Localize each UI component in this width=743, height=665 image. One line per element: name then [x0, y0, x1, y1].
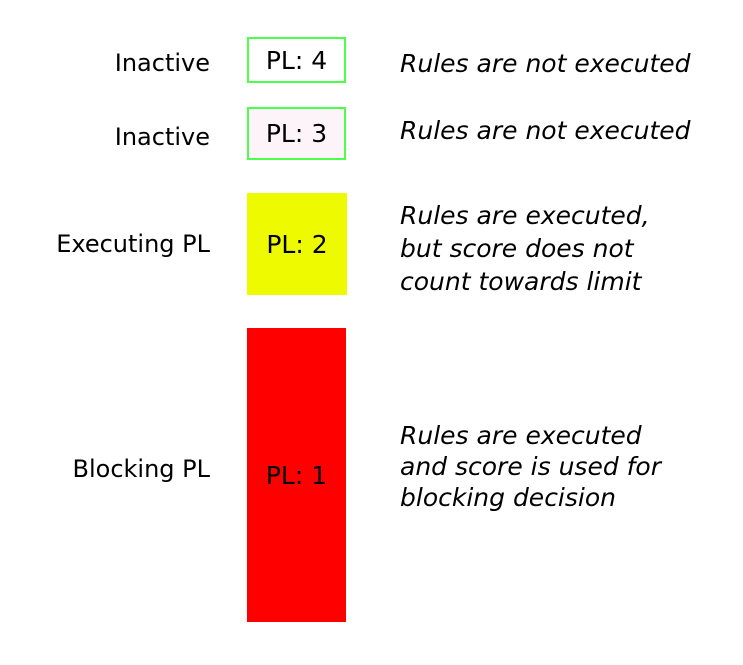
row-1-pl-box: PL: 4 [247, 37, 346, 83]
row-1-description: Rules are not executed [400, 49, 691, 78]
row-3-pl-text: PL: 2 [266, 229, 328, 259]
row-2-description: Rules are not executed [400, 116, 691, 145]
row-2-pl-text: PL: 3 [265, 119, 328, 148]
row-3-label: Executing PL [56, 230, 210, 258]
row-4-pl-box: PL: 1 [247, 328, 346, 622]
row-3-pl-box: PL: 2 [247, 193, 347, 295]
row-1-label: Inactive [114, 49, 210, 77]
row-2-label: Inactive [114, 123, 210, 151]
row-1-pl-text: PL: 4 [265, 45, 328, 75]
row-4-description: Rules are executed and score is used for… [400, 421, 662, 512]
row-3-description: Rules are executed, but score does not c… [400, 201, 650, 296]
row-4-pl-text: PL: 1 [265, 460, 328, 490]
row-2-pl-box: PL: 3 [247, 107, 346, 160]
row-4-label: Blocking PL [72, 455, 211, 483]
